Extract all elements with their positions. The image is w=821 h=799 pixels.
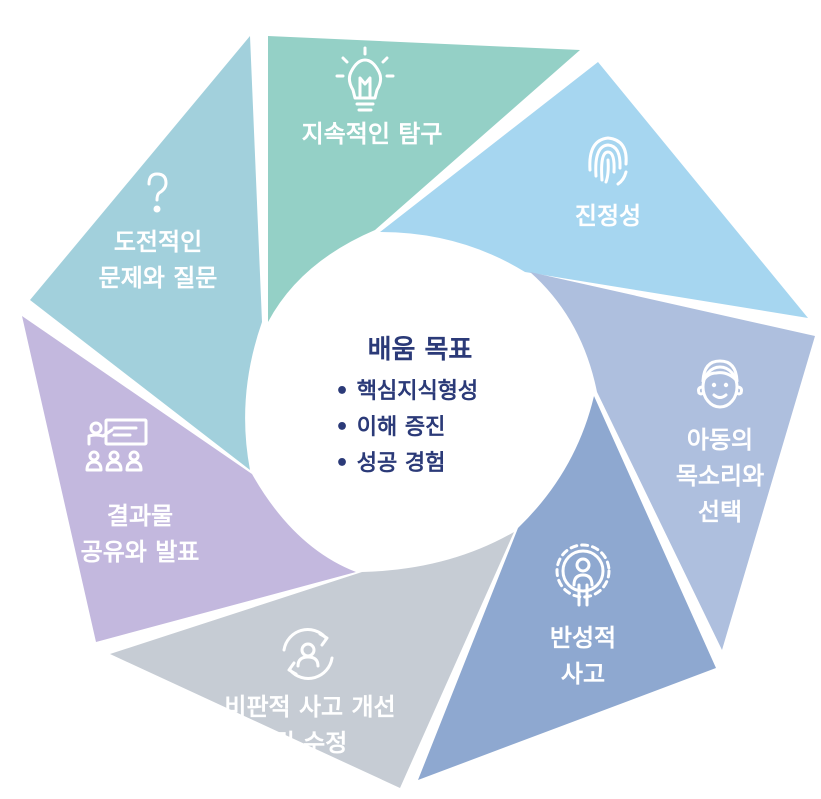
segment-question: [30, 36, 262, 470]
segment-inquiry: [268, 36, 580, 322]
segment-label-question: 도전적인: [114, 228, 202, 256]
segment-label-voice: 목소리와: [676, 462, 764, 490]
segment-label-reflection: 사고: [561, 660, 605, 688]
child-face-icon: [697, 359, 743, 409]
center-item: • 핵심지식형성: [335, 379, 478, 404]
segment-label-inquiry: 지속적인 탐구: [302, 120, 443, 148]
segment-label-voice: 선택: [698, 498, 742, 526]
question-icon: [147, 172, 168, 213]
presentation-icon: [85, 418, 148, 472]
center-item: • 이해 증진: [335, 415, 445, 440]
segment-reflection: [418, 396, 716, 780]
center-item: • 성공 경험: [335, 450, 445, 476]
lightbulb-icon: [335, 46, 395, 112]
segment-voice: [530, 272, 815, 650]
segment-product: [22, 316, 356, 642]
segment-label-product: 결과물: [107, 502, 173, 530]
segment-authentic: [380, 62, 808, 318]
segment-label-authentic: 진정성: [575, 202, 641, 230]
segment-label-critique: 및 수정: [273, 729, 348, 757]
gear-person-icon: [555, 543, 611, 607]
segment-label-question: 문제와 질문: [99, 264, 218, 292]
cycle-person-icon: [282, 628, 334, 680]
segment-critique: [110, 532, 514, 788]
segment-label-product: 공유와 발표: [81, 538, 200, 566]
center-title: 배움 목표: [368, 335, 473, 365]
segment-label-reflection: 반성적: [550, 624, 616, 652]
segment-label-voice: 아동의: [687, 426, 753, 454]
fingerprint-icon: [588, 136, 628, 186]
segment-label-critique: 비판적 사고 개선: [224, 693, 395, 721]
center-learning-goals: 배움 목표 • 핵심지식형성 • 이해 증진 • 성공 경험: [335, 335, 478, 476]
